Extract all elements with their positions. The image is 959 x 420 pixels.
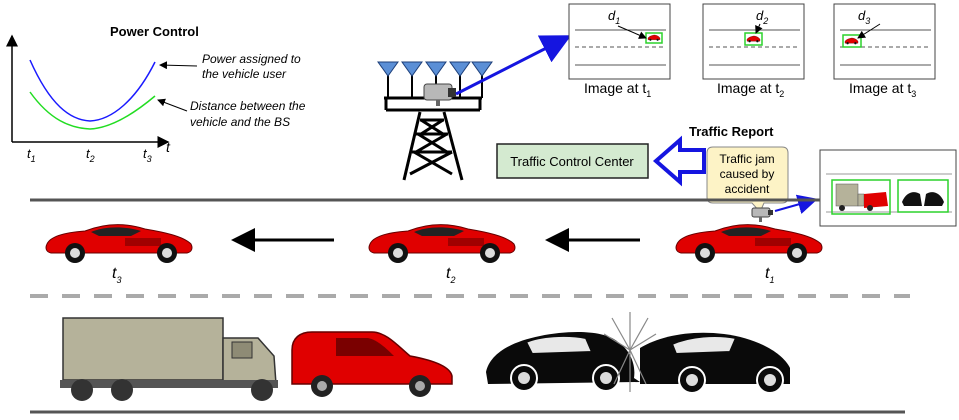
distance-label-d2: d2 [756,8,768,26]
callout-line1: Traffic jam [719,152,774,166]
image-caption-t1: Image at t1 [584,80,651,99]
image-caption-t2: Image at t2 [717,80,784,99]
distance-legend-line2: vehicle and the BS [190,115,290,129]
power-legend-line1: Power assigned to [202,52,301,66]
callout-line2: caused by [720,167,775,181]
car-t2 [368,224,516,264]
distance-label-d3: d3 [858,8,870,26]
report-arrow [652,135,706,187]
traffic-report-label: Traffic Report [689,124,774,139]
power-pointer [159,61,198,70]
camera-link-arrow [455,35,572,96]
tick-t3: t3 [143,146,152,164]
cctv-camera-icon [423,83,456,106]
accident-icon [486,312,790,394]
tower-icon [402,111,464,181]
car-t1 [675,224,823,264]
distance-label-d1: d1 [608,8,620,26]
antenna-array-icon [377,61,493,112]
car-t3 [45,224,193,264]
dashcam-frame [819,149,957,227]
tick-t2: t2 [86,146,95,164]
car-label-t1: t1 [765,265,774,285]
image-frame-2: d2 [702,3,805,80]
distance-legend-line1: Distance between the [190,99,306,113]
callout-line3: accident [725,182,770,196]
image-frame-3: d3 [833,3,936,80]
truck [60,317,278,401]
car-label-t3: t3 [112,265,121,285]
image-frame-1: d1 [568,3,671,80]
distance-pointer [157,98,188,112]
onboard-camera-icon [751,207,773,222]
image-caption-t3: Image at t3 [849,80,916,99]
power-legend-line2: the vehicle user [202,67,287,81]
control-center-label: Traffic Control Center [510,154,634,169]
x-axis-label: t [166,139,171,155]
car-label-t2: t2 [446,265,455,285]
control-center-box: Traffic Control Center [496,143,649,179]
accident-callout: Traffic jam caused by accident [706,146,789,213]
chart-title: Power Control [110,24,199,39]
distance-curve [29,91,156,130]
base-station-tower [377,35,572,181]
red-van [291,331,453,397]
power-control-chart: Power Control Power assigned to the vehi… [5,24,306,164]
onboard-camera-arrow [774,194,818,214]
power-curve [29,59,156,122]
tick-t1: t1 [27,146,36,164]
